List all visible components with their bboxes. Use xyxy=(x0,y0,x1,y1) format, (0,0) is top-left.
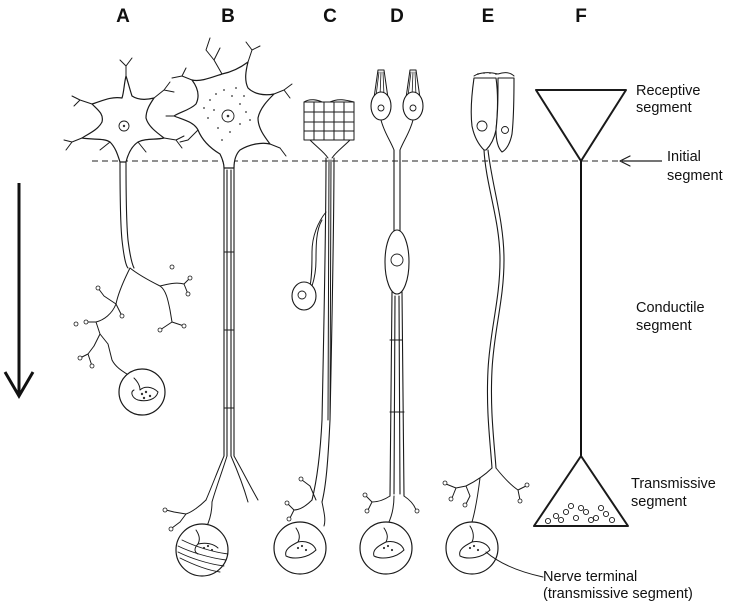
column-label-a: A xyxy=(116,6,130,27)
neuron-d xyxy=(359,69,424,575)
label-receptive-segment: Receptive segment xyxy=(636,83,705,116)
neuron-c xyxy=(273,99,355,575)
neuron-a xyxy=(63,57,193,416)
label-initial-segment: Initial segment xyxy=(667,149,723,184)
initial-segment-pointer-arrow xyxy=(619,155,662,167)
column-label-d: D xyxy=(390,6,404,27)
schematic-neuron-f xyxy=(533,89,629,527)
column-label-c: C xyxy=(323,6,337,27)
column-label-f: F xyxy=(575,6,587,27)
signal-direction-arrow-icon xyxy=(3,183,35,399)
neuron-b xyxy=(162,37,293,577)
column-label-e: E xyxy=(482,6,495,27)
label-transmissive-segment: Transmissive segment xyxy=(631,476,720,510)
neuron-e xyxy=(442,72,530,575)
nerve-terminal-leader-line xyxy=(485,551,544,578)
label-nerve-terminal: Nerve terminal (transmissive segment) xyxy=(543,569,693,602)
column-label-b: B xyxy=(221,6,235,27)
label-conductile-segment: Conductile segment xyxy=(636,300,709,334)
